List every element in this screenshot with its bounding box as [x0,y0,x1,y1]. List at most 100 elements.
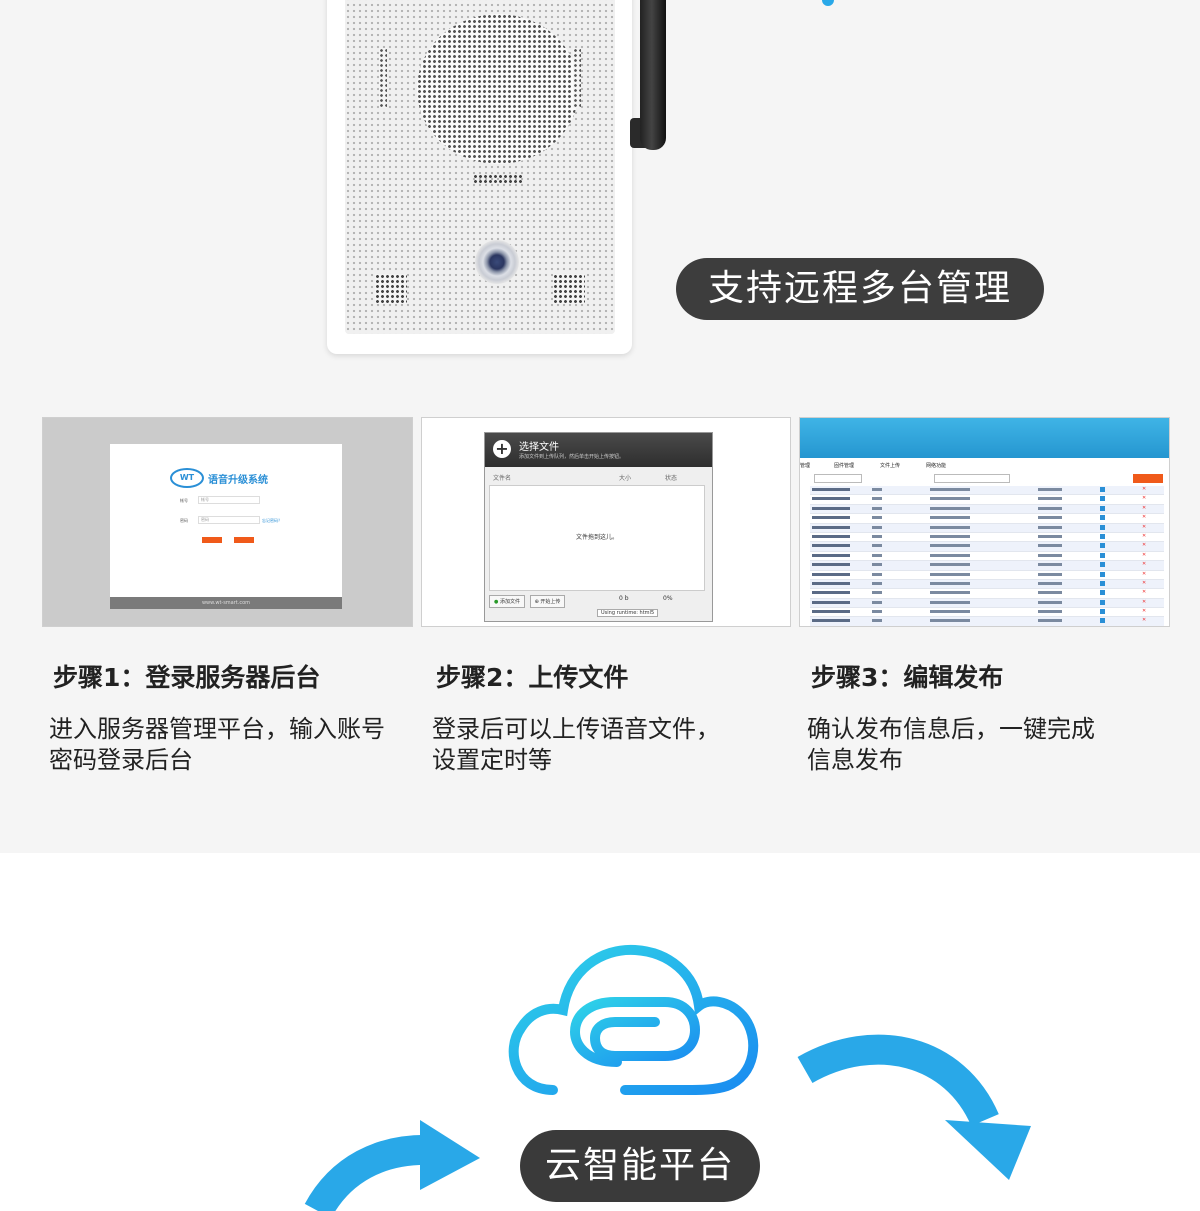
cell-device-id [812,506,850,510]
cell-files [930,619,970,623]
tab-file-upload[interactable]: 文件上传 [880,463,901,469]
edit-icon[interactable] [1100,533,1105,539]
cell-time [1038,497,1062,501]
grille-left [375,274,407,304]
edit-icon[interactable] [1100,524,1105,530]
table-row[interactable]: ✕ [810,561,1164,571]
edit-icon[interactable] [1100,562,1105,568]
upload-columns: 文件名 大小 状态 [489,469,708,483]
edit-icon[interactable] [1100,609,1105,615]
step1-screenshot: WT 语音升级系统 帐号 帐号 密码 密码 忘记密码？ www.wt-smart… [42,417,413,627]
start-upload-icon: ⊕ [534,599,539,605]
delete-icon[interactable]: ✕ [1142,523,1147,530]
edit-icon[interactable] [1100,599,1105,605]
add-file-button[interactable]: ● 添加文件 [489,595,525,608]
start-upload-button[interactable]: ⊕ 开始上传 [529,595,566,608]
filter-select[interactable] [814,474,862,483]
delete-icon[interactable]: ✕ [1142,532,1147,539]
upload-file-list[interactable]: 文件拖到这儿。 [489,485,705,591]
cell-volume [872,544,882,548]
edit-icon[interactable] [1100,590,1105,596]
edit-icon[interactable] [1100,543,1105,549]
username-input[interactable]: 帐号 [198,496,260,504]
edit-icon[interactable] [1100,496,1105,502]
step1-description: 进入服务器管理平台，输入账号 密码登录后台 [49,714,409,776]
login-button[interactable] [202,537,222,543]
table-row[interactable]: ✕ [810,617,1164,626]
cell-files [930,516,970,520]
cell-device-id [812,488,850,491]
cell-device-id [812,591,850,595]
step1-title: 步骤1：登录服务器后台 [53,663,321,692]
publish-button[interactable] [1133,474,1163,483]
delete-icon[interactable]: ✕ [1142,561,1147,568]
step2-description: 登录后可以上传语音文件， 设置定时等 [432,714,792,776]
cell-time [1038,591,1062,595]
cell-device-id [812,563,850,567]
table-row[interactable]: ✕ [810,532,1164,543]
table-row[interactable]: ✕ [810,589,1164,599]
cell-volume [872,619,882,623]
table-row[interactable]: ✕ [810,504,1164,515]
antenna [640,0,666,150]
edit-icon[interactable] [1100,487,1105,492]
delete-icon[interactable]: ✕ [1142,617,1147,624]
delete-icon[interactable]: ✕ [1142,551,1147,558]
reset-button[interactable] [234,537,254,543]
table-row[interactable]: ✕ [810,486,1164,496]
grille-right [553,274,585,304]
cell-device-id [812,544,850,548]
password-input[interactable]: 密码 [198,516,260,524]
upload-percent: 0% [663,595,673,602]
edit-icon[interactable] [1100,505,1105,511]
table-row[interactable]: ✕ [810,579,1164,590]
cell-files [930,488,970,491]
table-row[interactable]: ✕ [810,608,1164,618]
edit-icon[interactable] [1100,515,1105,521]
delete-icon[interactable]: ✕ [1142,608,1147,615]
search-input[interactable] [934,474,1010,483]
speaker-grille [417,14,579,164]
cell-files [930,600,970,604]
cell-device-id [812,581,850,585]
delete-icon[interactable]: ✕ [1142,579,1147,586]
step3-desc-line2: 信息发布 [807,746,903,774]
table-row[interactable]: ✕ [810,523,1164,533]
decorative-dot [822,0,834,6]
delete-icon[interactable]: ✕ [1142,504,1147,511]
cell-time [1038,534,1062,538]
cell-device-id [812,600,850,604]
cell-files [930,553,970,557]
edit-icon[interactable] [1100,552,1105,558]
delete-icon[interactable]: ✕ [1142,589,1147,596]
table-row[interactable]: ✕ [810,514,1164,524]
table-row[interactable]: ✕ [810,551,1164,562]
edit-icon[interactable] [1100,580,1105,586]
forgot-password-link[interactable]: 忘记密码？ [262,518,282,523]
table-row[interactable]: ✕ [810,495,1164,505]
edit-icon[interactable] [1100,618,1105,624]
cell-time [1038,525,1062,529]
delete-icon[interactable]: ✕ [1142,514,1147,521]
table-row[interactable]: ✕ [810,598,1164,609]
delete-icon[interactable]: ✕ [1142,570,1147,577]
top-section: 支持远程多台管理 WT 语音升级系统 帐号 帐号 密码 密码 忘记密码？ www… [42,0,1170,776]
cell-time [1038,506,1062,510]
step2-desc-line2: 设置定时等 [432,746,552,774]
tab-network[interactable]: 网络功能 [926,463,947,469]
cell-volume [872,488,882,491]
login-window: WT 语音升级系统 帐号 帐号 密码 密码 忘记密码？ www.wt-smart… [110,444,342,609]
tab-manage[interactable]: 管理 [800,463,811,469]
delete-icon[interactable]: ✕ [1142,542,1147,549]
delete-icon[interactable]: ✕ [1142,486,1147,492]
table-row[interactable]: ✕ [810,571,1164,580]
side-slot-left [379,48,387,108]
edit-icon[interactable] [1100,571,1105,577]
table-row[interactable]: ✕ [810,542,1164,552]
camera-lens [475,240,519,284]
username-label: 帐号 [180,498,188,503]
delete-icon[interactable]: ✕ [1142,598,1147,605]
tab-firmware[interactable]: 固件管理 [834,463,855,469]
cell-device-id [812,497,850,501]
delete-icon[interactable]: ✕ [1142,495,1147,502]
